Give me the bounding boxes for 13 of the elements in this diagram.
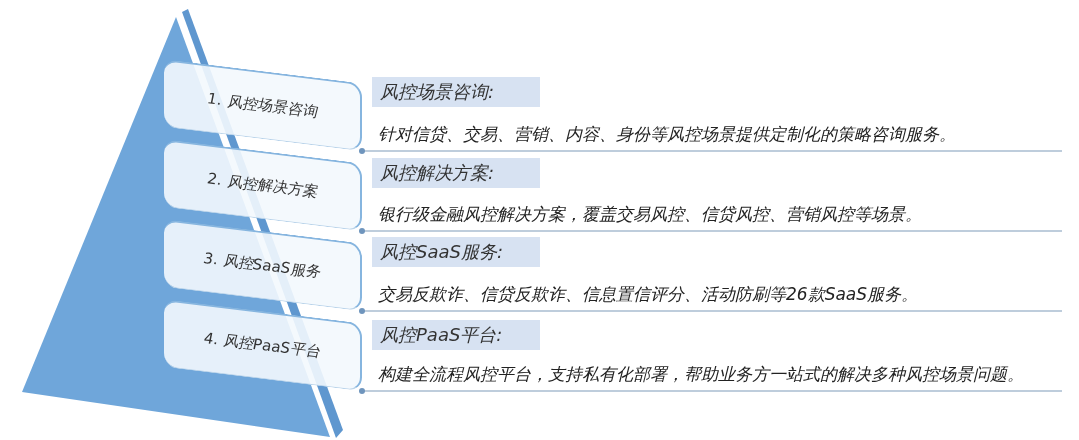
layer-label: 4. 风控PaaS平台 xyxy=(204,328,320,363)
section-heading: 风控解决方案: xyxy=(372,158,540,188)
section-heading: 风控PaaS平台: xyxy=(372,320,540,350)
description-text: 交易反欺诈、信贷反欺诈、信息置信评分、活动防刷等26款SaaS服务。 xyxy=(378,284,919,304)
layer-label: 1. 风控场景咨询 xyxy=(207,89,317,122)
description-text: 构建全流程风控平台，支持私有化部署，帮助业务方一站式的解决多种风控场景问题。 xyxy=(378,364,1024,384)
layer-tab xyxy=(164,59,362,152)
section-heading: 风控场景咨询: xyxy=(372,77,540,107)
description-text: 针对信贷、交易、营销、内容、身份等风控场景提供定制化的策略咨询服务。 xyxy=(378,124,956,144)
description-text: 银行级金融风控解决方案，覆盖交易风控、信贷风控、营销风控等场景。 xyxy=(378,204,922,224)
layer-label: 3. 风控SaaS服务 xyxy=(203,248,321,283)
section-heading: 风控SaaS服务: xyxy=(372,237,540,267)
layer-label: 2. 风控解决方案 xyxy=(207,169,317,202)
